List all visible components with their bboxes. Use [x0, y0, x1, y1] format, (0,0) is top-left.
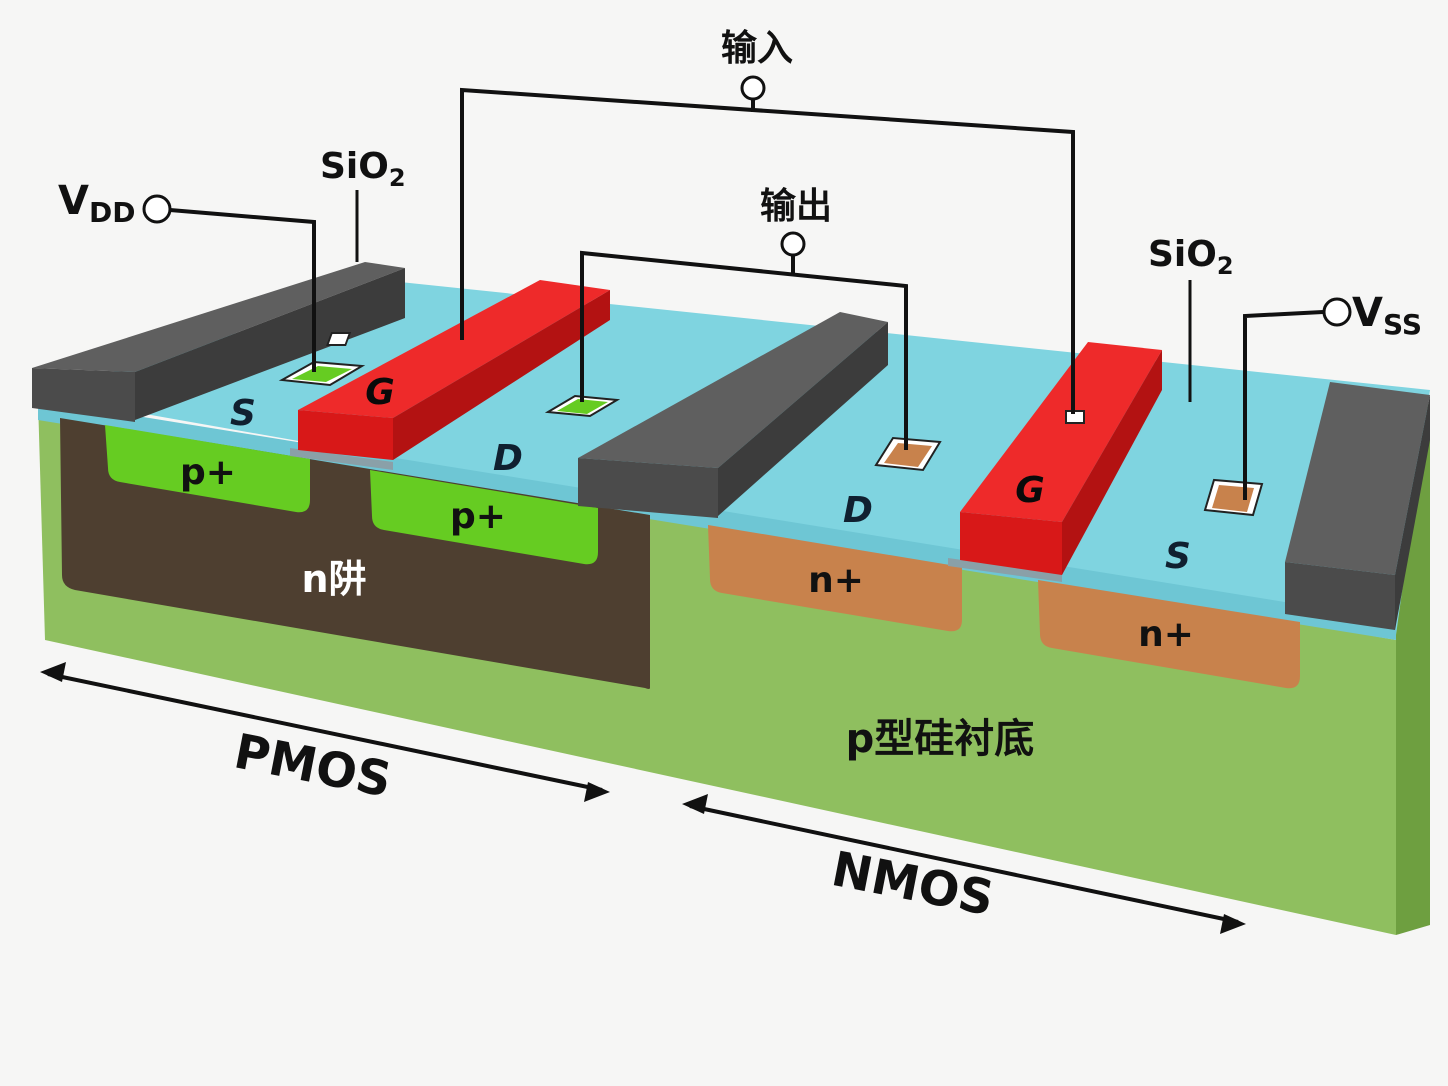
- n-well-label: n阱: [301, 557, 366, 601]
- n-plus-drain-region: [708, 525, 962, 632]
- sio2-left-main: SiO: [320, 146, 389, 187]
- n-plus-source-region: [1038, 580, 1300, 689]
- p-plus-left-label: p+: [180, 452, 236, 493]
- nmos-drain-contact: [874, 436, 942, 472]
- p-plus-right-label: p+: [450, 496, 506, 537]
- pmos-gate: [298, 280, 610, 460]
- field-oxide-right: [1285, 382, 1430, 630]
- nmos-span-arrow: [682, 794, 1246, 934]
- pmos-gate-contact: [326, 332, 352, 346]
- pmos-source-contact: [278, 360, 366, 387]
- output-wire: [580, 250, 908, 450]
- pmos-gate-oxide: [290, 448, 393, 470]
- nmos-source-label: S: [1165, 536, 1191, 577]
- sio2-right-label: SiO2: [1148, 234, 1234, 280]
- output-label: 输出: [760, 186, 832, 227]
- n-plus-left-label: n+: [808, 560, 864, 601]
- nmos-source-contact: [1203, 478, 1264, 517]
- pmos-span-arrow: [40, 662, 610, 802]
- nmos-drain-label: D: [843, 490, 873, 531]
- sio2-left-label: SiO2: [320, 146, 406, 192]
- vdd-terminal-icon: [142, 194, 172, 224]
- vss-label-sub: SS: [1383, 308, 1422, 341]
- sio2-right-sub: 2: [1217, 252, 1234, 280]
- sio2-left-sub: 2: [389, 164, 406, 192]
- input-terminal-icon: [740, 75, 766, 101]
- pmos-gate-label: G: [365, 372, 395, 413]
- pmos-drain-label: D: [493, 438, 523, 479]
- output-terminal-icon: [780, 231, 806, 257]
- vdd-label-sub: DD: [89, 196, 135, 229]
- vss-label-main: V: [1352, 290, 1383, 336]
- substrate-label: p型硅衬底: [846, 716, 1035, 762]
- n-plus-right-label: n+: [1138, 614, 1194, 655]
- vss-terminal-icon: [1322, 297, 1352, 327]
- pmos-drain-contact: [544, 394, 621, 418]
- nmos-gate-oxide: [948, 558, 1062, 582]
- p-plus-drain-region: [370, 470, 598, 565]
- vss-label: VSS: [1352, 290, 1422, 341]
- pmos-label: PMOS: [230, 723, 396, 808]
- sio2-right-main: SiO: [1148, 234, 1217, 275]
- nmos-gate-label: G: [1015, 470, 1045, 511]
- input-wire: [460, 87, 1075, 414]
- nmos-gate: [960, 342, 1162, 575]
- field-oxide-left: [32, 262, 405, 422]
- p-plus-source-region: [105, 425, 310, 513]
- pmos-source-label: S: [230, 393, 256, 434]
- vdd-label-main: V: [58, 178, 89, 224]
- vss-wire: [1243, 310, 1324, 500]
- field-oxide-middle: [578, 312, 888, 518]
- vdd-wire: [169, 208, 316, 372]
- vdd-label: VDD: [58, 178, 135, 229]
- input-label: 输入: [721, 28, 793, 69]
